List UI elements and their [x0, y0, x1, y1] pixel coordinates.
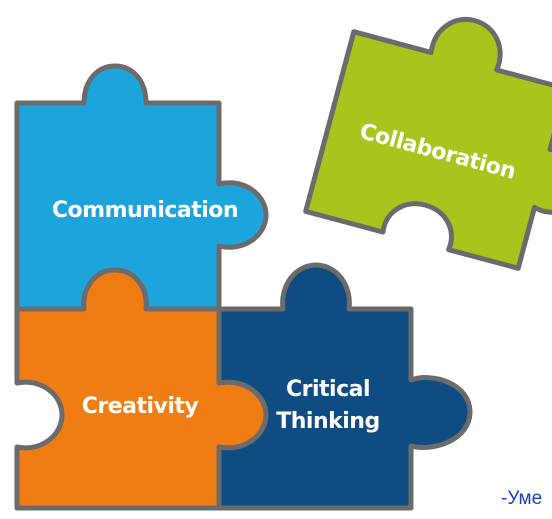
critical-thinking-label-line2: Thinking	[276, 409, 379, 434]
collaboration-piece: Collaboration	[303, 17, 552, 271]
communication-label: Communication	[52, 198, 238, 223]
critical-thinking-label-line1: Critical	[286, 377, 370, 402]
caption-text: -Уме	[501, 488, 543, 509]
communication-piece: Communication	[14, 63, 269, 312]
critical-thinking-piece: Critical Thinking	[216, 262, 473, 511]
creativity-label: Creativity	[82, 394, 199, 419]
